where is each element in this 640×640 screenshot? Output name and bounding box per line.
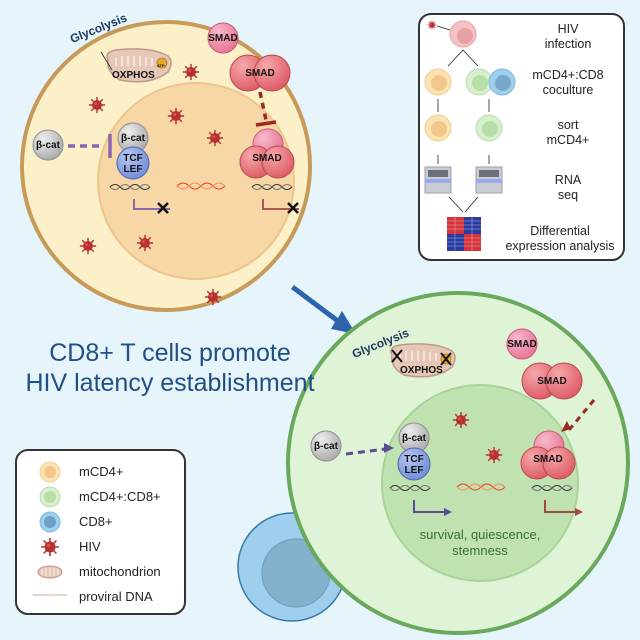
mitochondrion-icon — [390, 343, 456, 378]
mcd4-cell — [20, 20, 312, 312]
tcf-lef — [397, 447, 431, 481]
transcription-blocked-right — [262, 199, 299, 214]
glycolysis-pointer — [100, 51, 113, 71]
smad-trimer-label: SMAD — [252, 153, 282, 164]
smad-monomer — [506, 328, 538, 360]
arrowhead — [384, 443, 394, 453]
smad-dimer — [521, 362, 583, 400]
mcd4-nucleus — [97, 82, 295, 280]
smad-monomer — [207, 22, 239, 54]
title-line-2: HIV latency establishment — [25, 369, 315, 397]
heatmap-icon — [447, 217, 481, 251]
atp-icon — [156, 57, 168, 69]
smad-dimer-label: SMAD — [537, 376, 567, 387]
mitochondrion-icon — [106, 48, 172, 83]
tcf-label: TCF LEF — [404, 454, 424, 476]
mitochondrion-icon — [37, 565, 63, 579]
workflow-step-sort: sort mCD4+ — [546, 118, 590, 147]
block-x-icon — [287, 202, 299, 214]
bcat-activation-line — [345, 447, 387, 456]
tcf-label: TCF LEF — [123, 153, 143, 175]
hiv-virion-icon — [136, 234, 154, 252]
bcat-free-label: β-cat — [314, 441, 338, 452]
arrowhead — [561, 421, 571, 432]
smad-dimer-label: SMAD — [245, 68, 275, 79]
sequencer-icon — [475, 166, 503, 194]
tcf-lef — [116, 146, 150, 180]
bcat-free-label: β-cat — [36, 140, 60, 151]
workflow-step-infection: HIV infection — [544, 22, 592, 51]
coculture-cell — [286, 291, 630, 635]
legend-item-mitochondrion: mitochondrion — [79, 564, 161, 579]
hiv-virion-icon — [40, 537, 60, 557]
legend-item-proviral-dna: proviral DNA — [79, 589, 153, 604]
bcat-bound-label: β-cat — [121, 133, 145, 144]
hiv-virion-icon — [182, 63, 200, 81]
legend-item-mcd4: mCD4+ — [79, 464, 124, 479]
oxphos-label: OXPHOS — [112, 70, 155, 81]
hiv-virion-icon — [79, 237, 97, 255]
figure-title: CD8+ T cells promote HIV latency establi… — [20, 338, 320, 398]
smad-dimer — [229, 54, 291, 92]
workflow-diagram — [424, 20, 516, 251]
workflow-step-coculture: mCD4+:CD8 coculture — [532, 68, 604, 97]
hiv-virion-icon — [485, 446, 503, 464]
block-x-icon — [391, 349, 403, 363]
bcat-free — [310, 430, 342, 462]
legend-item-cd8: CD8+ — [79, 514, 113, 529]
smad-trimer — [520, 430, 576, 480]
sequencer-icon — [424, 166, 452, 194]
outcome-label: survival, quiescence, stemness — [419, 527, 541, 558]
atp-label: ATP — [157, 63, 165, 68]
transcription-blocked-left — [133, 199, 170, 214]
smad-inhibition-bar — [255, 120, 277, 127]
workflow-step-diffexp: Differential expression analysis — [505, 224, 615, 253]
smad-inhibition-line — [258, 91, 268, 121]
block-x-icon — [440, 352, 452, 366]
bcat-free — [32, 129, 64, 161]
smad-monomer-label: SMAD — [507, 339, 537, 350]
smad-trimer-label: SMAD — [533, 454, 563, 465]
coculture-nucleus — [381, 384, 579, 582]
smad-trimer — [239, 128, 295, 179]
hiv-virion-icon — [88, 96, 106, 114]
transition-arrow — [291, 285, 356, 334]
bcat-bound-label: β-cat — [402, 433, 426, 444]
oxphos-label: OXPHOS — [400, 365, 443, 376]
transcription-active-right — [544, 500, 583, 516]
hiv-virion-icon — [206, 129, 224, 147]
legend-item-coculture: mCD4+:CD8+ — [79, 489, 161, 504]
hiv-virion-icon — [427, 20, 437, 30]
block-x-icon — [157, 202, 169, 214]
workflow-step-rnaseq: RNA seq — [554, 173, 582, 202]
transcription-active-left — [413, 500, 452, 516]
title-line-1: CD8+ T cells promote — [49, 339, 291, 367]
legend-item-hiv: HIV — [79, 539, 101, 554]
hiv-virion-icon — [204, 288, 222, 306]
hiv-virion-icon — [167, 107, 185, 125]
smad-monomer-label: SMAD — [208, 33, 238, 44]
legend-icons — [33, 461, 67, 597]
hiv-virion-icon — [452, 411, 470, 429]
